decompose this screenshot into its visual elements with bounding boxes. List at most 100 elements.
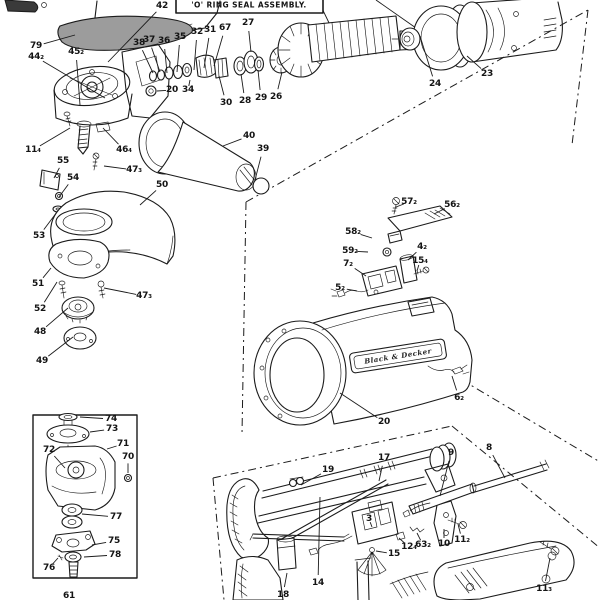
part-label-58-2: 58₂ — [345, 227, 361, 237]
part-label-36: 36 — [157, 36, 171, 46]
part-label-57-2: 57₂ — [401, 197, 417, 207]
part-label-9: 9 — [447, 448, 455, 458]
leader-line-46-4 — [102, 127, 119, 145]
leader-line-11-3 — [545, 557, 551, 582]
part-label-11-2: 11₂ — [454, 535, 470, 545]
leader-line-28 — [240, 73, 245, 94]
leader-line-23 — [466, 55, 482, 69]
leader-line-20-housing — [339, 392, 378, 418]
part-label-47-3b: 47₃ — [136, 291, 152, 301]
part-label-67: 67 — [218, 23, 232, 33]
part-label-70: 70 — [121, 452, 135, 462]
leader-line-18 — [283, 572, 288, 588]
part-label-10: 10 — [437, 539, 451, 549]
leader-line-44-2 — [42, 60, 106, 99]
part-label-45-2: 45₂ — [68, 47, 84, 57]
motor-housing — [253, 296, 473, 426]
leader-line-74 — [79, 416, 104, 419]
part-label-35: 35 — [173, 32, 187, 42]
leader-line-8 — [492, 454, 506, 479]
part-label-59-2: 59₂ — [342, 246, 358, 256]
backing-plate — [48, 238, 110, 299]
leader-line-11-4 — [39, 127, 71, 147]
leader-line-75 — [91, 541, 107, 546]
part-label-54: 54 — [66, 173, 80, 183]
part-label-55: 55 — [56, 156, 70, 166]
leader-line-52 — [43, 281, 58, 303]
leader-line-47-3b — [103, 287, 137, 295]
leader-line-12-4 — [398, 537, 406, 544]
part-label-73: 73 — [105, 424, 119, 434]
part-label-78: 78 — [108, 550, 122, 560]
leader-line-15-4 — [416, 264, 420, 272]
part-label-11-4: 11₄ — [25, 145, 41, 155]
handle-assembly — [226, 442, 550, 577]
part-label-24: 24 — [428, 79, 442, 89]
part-label-11-3: 11₃ — [536, 584, 552, 594]
leader-line-42 — [107, 11, 157, 63]
leader-line-6-2 — [451, 375, 458, 391]
leader-line-32 — [193, 39, 197, 71]
part-label-23: 23 — [480, 69, 494, 79]
brush-parts — [330, 197, 453, 298]
leader-line-3 — [369, 522, 373, 528]
spindle — [138, 111, 270, 195]
leader-line-48 — [45, 307, 69, 328]
part-label-63-2: 63₂ — [415, 540, 431, 550]
part-label-31: 31 — [203, 25, 217, 35]
leader-line-78 — [83, 555, 108, 558]
part-label-74: 74 — [104, 414, 118, 424]
part-label-47-3a: 47₃ — [126, 165, 142, 175]
leader-line-24 — [419, 35, 434, 77]
leader-line-77 — [81, 513, 109, 517]
flanges — [61, 296, 97, 350]
part-label-14: 14 — [311, 578, 325, 588]
part-label-20-gear: 20 — [165, 85, 179, 95]
part-label-20-housing: 20 — [377, 417, 391, 427]
field-assembly — [456, 0, 563, 63]
leader-line-20-gear — [156, 89, 167, 92]
gearbox-subassembly — [32, 412, 138, 579]
part-label-53: 53 — [32, 231, 46, 241]
part-label-5-2: 5₂ — [335, 283, 345, 293]
leader-line-72 — [53, 455, 66, 469]
leader-line-47-3a — [103, 165, 127, 170]
leader-line-36 — [164, 48, 168, 74]
leader-line-19 — [300, 473, 322, 486]
part-label-44-2: 44₂ — [28, 52, 44, 62]
part-label-40: 40 — [242, 131, 256, 141]
leader-line-27 — [248, 30, 252, 53]
part-label-29: 29 — [254, 93, 268, 103]
leader-line-7-2 — [354, 268, 367, 277]
leader-line-63-2 — [416, 532, 422, 541]
gear-head-assembly — [4, 0, 221, 213]
leader-line-58-2 — [360, 233, 373, 239]
leader-line-4-2 — [407, 251, 417, 261]
part-label-61: 61 — [62, 591, 76, 600]
region-borders — [212, 9, 600, 600]
leader-line-26 — [277, 71, 283, 90]
rear-handle-left — [232, 555, 284, 600]
leader-line-37 — [151, 47, 161, 73]
part-label-49: 49 — [35, 356, 49, 366]
part-label-18: 18 — [276, 590, 290, 600]
leader-line-59-2 — [357, 250, 369, 253]
part-label-46-4: 46₄ — [116, 145, 132, 155]
leader-line-57-2 — [395, 203, 404, 208]
part-label-28: 28 — [238, 96, 252, 106]
leader-line-49 — [48, 336, 74, 357]
part-label-72: 72 — [42, 445, 56, 455]
part-label-27: 27 — [241, 18, 255, 28]
leader-line-34 — [188, 79, 191, 87]
part-label-76: 76 — [42, 563, 56, 573]
part-label-50: 50 — [155, 180, 169, 190]
leader-line-56-2 — [433, 208, 446, 215]
part-label-4-2: 4₂ — [417, 242, 427, 252]
part-label-38: 38 — [132, 38, 146, 48]
leader-line-14 — [317, 496, 321, 576]
leader-line-38 — [141, 50, 154, 74]
oring-note-box — [175, 0, 324, 14]
part-label-75: 75 — [107, 536, 121, 546]
